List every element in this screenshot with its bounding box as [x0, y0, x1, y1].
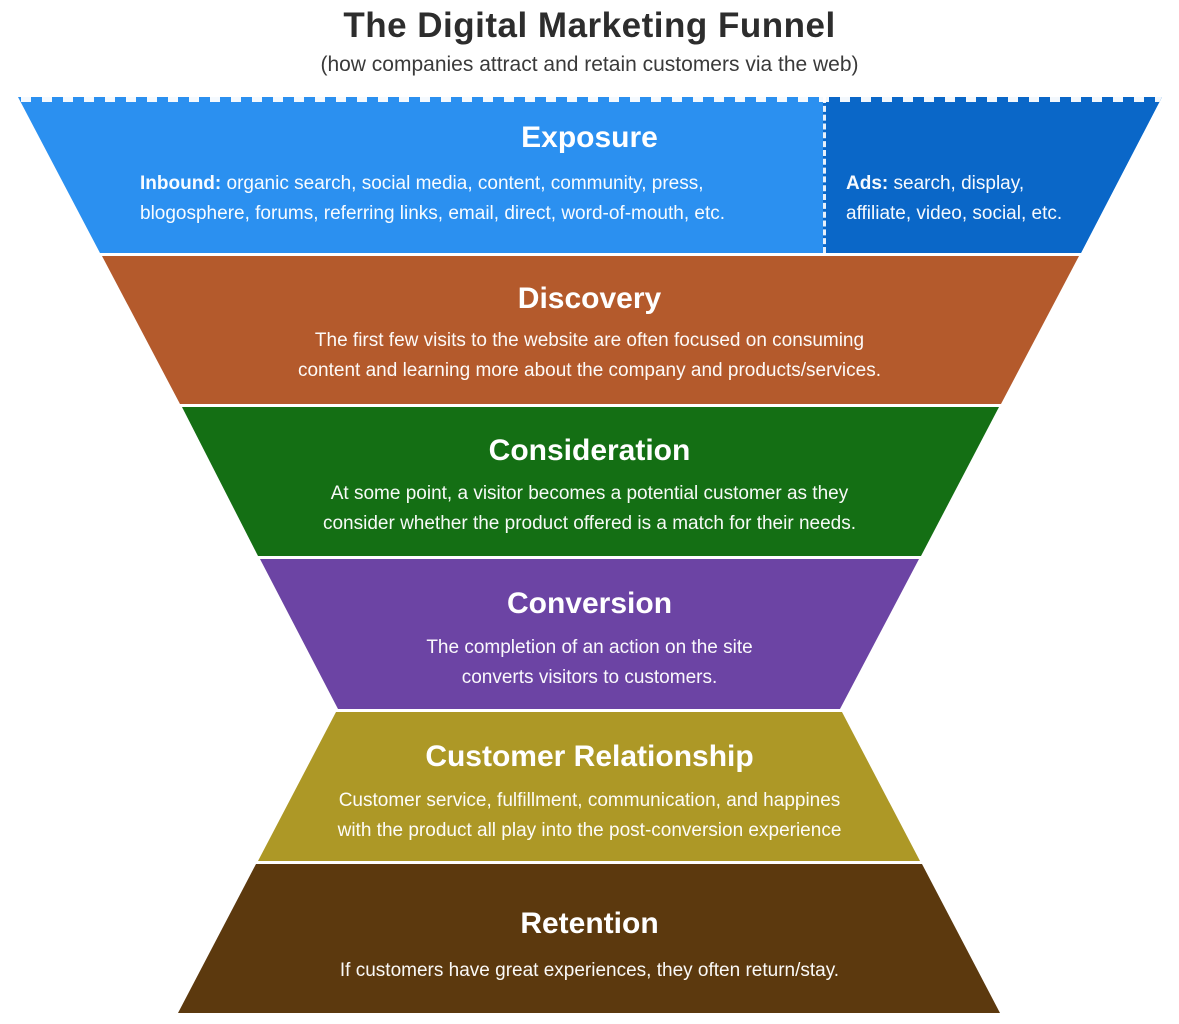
- stage-heading-discovery: Discovery: [517, 282, 662, 315]
- inbound-ads-dashed-divider: [823, 97, 826, 253]
- funnel-stage-consideration: Consideration At some point, a visitor b…: [182, 407, 999, 556]
- inbound-line-2: blogosphere, forums, referring links, em…: [140, 203, 726, 224]
- page-title: The Digital Marketing Funnel: [343, 6, 836, 45]
- torn-edge-decoration: [18, 97, 1162, 102]
- stage-description-consideration: At some point, a visitor becomes a poten…: [322, 483, 856, 534]
- stage-heading-consideration: Consideration: [488, 434, 691, 467]
- inbound-label: Inbound:: [140, 173, 222, 194]
- exposure-inbound-text: Inbound: organic search, social media, c…: [140, 169, 725, 229]
- exposure-ads-text: Ads: search, display, affiliate, video, …: [846, 169, 1062, 229]
- stage-description-conversion: The completion of an action on the site …: [426, 637, 753, 688]
- stage-description-customer-relationship: Customer service, fulfillment, communica…: [337, 790, 842, 841]
- stage-heading-customer-relationship: Customer Relationship: [425, 740, 754, 773]
- inbound-line-1: Inbound: organic search, social media, c…: [140, 169, 725, 199]
- ads-line-1-rest: search, display,: [888, 173, 1025, 194]
- ads-line-2: affiliate, video, social, etc.: [846, 203, 1063, 224]
- ads-label: Ads:: [846, 173, 889, 194]
- diagram-header: The Digital Marketing Funnel (how compan…: [0, 6, 1179, 77]
- funnel-stage-exposure: Exposure Inbound: organic search, social…: [18, 97, 1162, 253]
- stage-heading-conversion: Conversion: [506, 587, 673, 620]
- stage-heading-retention: Retention: [520, 907, 659, 940]
- inbound-line-1-rest: organic search, social media, content, c…: [221, 173, 704, 194]
- funnel-stage-retention: Retention If customers have great experi…: [178, 864, 1000, 1013]
- ads-line-1: Ads: search, display,: [846, 169, 1062, 199]
- stage-heading-exposure: Exposure: [521, 121, 658, 154]
- funnel-stage-discovery: Discovery The first few visits to the we…: [102, 256, 1079, 404]
- funnel-stage-customer-relationship: Customer Relationship Customer service, …: [258, 712, 920, 861]
- stage-description-discovery: The first few visits to the website are …: [297, 330, 882, 381]
- stage-description-retention: If customers have great experiences, the…: [339, 960, 840, 981]
- page-subtitle: (how companies attract and retain custom…: [320, 53, 859, 76]
- funnel-stage-conversion: Conversion The completion of an action o…: [260, 559, 919, 709]
